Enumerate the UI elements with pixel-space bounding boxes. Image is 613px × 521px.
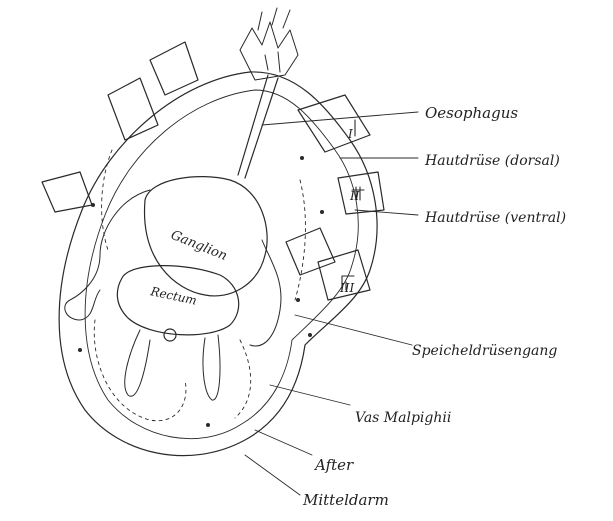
leg-stump-right-1 bbox=[298, 95, 370, 152]
leader-lines bbox=[245, 112, 418, 495]
malpighian-tubule-2 bbox=[203, 335, 220, 400]
mouthparts bbox=[240, 8, 298, 80]
label-ganglion: Ganglion bbox=[169, 228, 230, 264]
inner-outline bbox=[85, 90, 358, 439]
leg-stump-left-3 bbox=[42, 172, 92, 212]
segment-marks bbox=[342, 120, 364, 290]
mitteldarm-dotted bbox=[94, 150, 305, 421]
segment-numeral-2: II bbox=[349, 189, 360, 203]
label-oesophagus: Oesophagus bbox=[425, 104, 518, 122]
gland-dots bbox=[78, 156, 324, 427]
label-vas-malpighii: Vas Malpighii bbox=[355, 410, 451, 426]
label-hautdruese-ventral: Hautdrüse (ventral) bbox=[424, 210, 566, 226]
malpighian-tubule-1 bbox=[125, 330, 150, 396]
anus-circle bbox=[164, 329, 176, 341]
label-mitteldarm: Mitteldarm bbox=[302, 491, 389, 509]
label-rectum: Rectum bbox=[148, 284, 198, 308]
leg-stump-left-1 bbox=[150, 42, 198, 95]
segment-numeral-1: I bbox=[347, 127, 353, 141]
leg-stump-right-3 bbox=[286, 228, 335, 275]
label-after: After bbox=[313, 456, 354, 474]
label-speicheldruesengang: Speicheldrüsengang bbox=[412, 343, 557, 359]
leg-stump-right-2 bbox=[338, 172, 384, 214]
salivary-duct-2 bbox=[250, 240, 281, 346]
ganglion-shape bbox=[145, 177, 268, 296]
leg-stump-left-2 bbox=[108, 78, 158, 140]
label-hautdruese-dorsal: Hautdrüse (dorsal) bbox=[424, 153, 560, 169]
segment-numeral-3: III bbox=[339, 281, 354, 295]
